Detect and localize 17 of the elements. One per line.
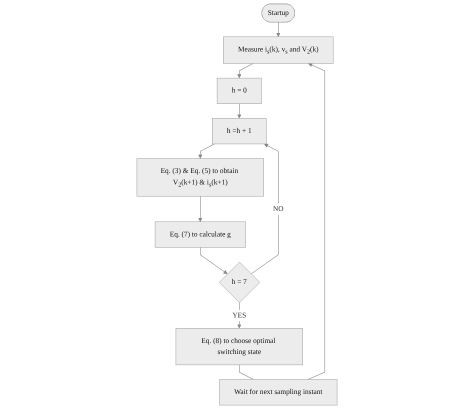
node-diamond xyxy=(218,262,260,303)
node-box xyxy=(216,78,262,104)
arrow xyxy=(308,63,326,380)
node-box xyxy=(212,118,266,144)
connector xyxy=(239,364,254,380)
arrow xyxy=(237,103,242,119)
node-box xyxy=(154,222,246,248)
node-box xyxy=(223,36,334,64)
arrow xyxy=(198,144,215,159)
arrow xyxy=(237,63,254,78)
arrow xyxy=(250,144,279,274)
arrow xyxy=(200,247,228,274)
node-box xyxy=(176,328,303,366)
node-box xyxy=(219,379,338,406)
arrow xyxy=(198,196,202,222)
node-box xyxy=(136,158,264,196)
arrow xyxy=(276,22,280,37)
